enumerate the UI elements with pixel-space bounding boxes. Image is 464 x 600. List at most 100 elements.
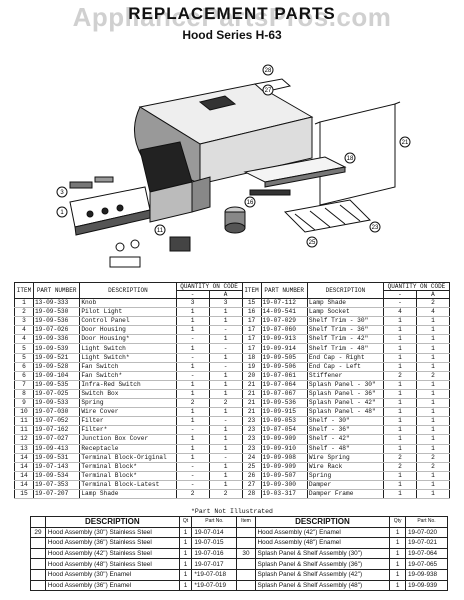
table-cell: 3	[208, 298, 243, 309]
table-cell: 19-09-528	[32, 362, 81, 372]
table-cell: 21	[241, 389, 262, 400]
table-cell: Light Switch	[79, 343, 177, 354]
table-cell: 19-07-207	[32, 489, 81, 500]
table-cell: 19-07-027	[32, 434, 81, 445]
table-cell: 19-07-143	[32, 462, 81, 472]
svg-text:23: 23	[372, 225, 379, 231]
table-cell: Control Panel	[79, 316, 177, 327]
table-cell: 19-07-052	[32, 416, 81, 427]
table-cell: Splash Panel & Shelf Assembly (30")	[254, 547, 391, 560]
table-cell: 1	[175, 453, 210, 463]
table-cell: 19-09-521	[32, 353, 81, 363]
table-cell: 1	[382, 425, 417, 436]
table-cell: -	[175, 480, 210, 490]
table-cell: Splash Panel & Shelf Assembly (42")	[254, 568, 391, 581]
svg-text:1: 1	[60, 210, 64, 216]
table-cell: 19-09-336	[32, 334, 81, 345]
table-cell: 1	[208, 480, 243, 490]
table-cell: 15	[241, 298, 262, 309]
table-cell: Splash Panel & Shelf Assembly (36")	[254, 558, 391, 570]
table-cell: 16	[241, 307, 262, 318]
table-cell: Pilot Light	[79, 307, 177, 318]
table-cell: 17	[241, 316, 262, 327]
table-cell: 19-07-014	[191, 526, 238, 539]
col-item	[30, 516, 46, 528]
table-cell: 19-09-506	[260, 362, 308, 372]
table-cell: 1	[178, 537, 193, 549]
table-cell: Shelf - 48"	[306, 444, 384, 454]
table-cell: Shelf Trim - 42"	[306, 334, 384, 345]
table-cell: Terminal Block*	[79, 471, 177, 481]
table-cell: 19-09-534	[32, 471, 81, 481]
table-cell: 1	[178, 579, 193, 592]
table-cell: 9	[14, 398, 34, 409]
table-cell: Lamp Shade	[306, 298, 384, 309]
table-cell: Hood Assembly (42") Stainless Steel	[44, 547, 180, 560]
table-cell: 17	[241, 334, 262, 345]
table-cell: Hood Assembly (30") Enamel	[44, 568, 180, 581]
table-cell: 21	[241, 398, 262, 409]
table-cell: 1	[415, 343, 451, 354]
page-title: REPLACEMENT PARTS	[128, 4, 336, 23]
page-header: REPLACEMENT PARTS Hood Series H-63	[0, 4, 464, 44]
table-cell: Receptacle	[79, 444, 177, 454]
table-cell: 1	[382, 444, 417, 454]
callout-3: 3	[56, 186, 68, 198]
table-cell: 1	[382, 325, 417, 336]
table-cell: 1	[415, 334, 451, 345]
table-cell: Damper	[306, 480, 384, 490]
table-cell: 1	[382, 334, 417, 345]
col-quantity: QUANTITY ON CODE	[175, 282, 243, 291]
table-cell: Hood Assembly (36") Stainless Steel	[44, 537, 180, 549]
table-cell: 14	[14, 471, 34, 481]
callout-16: 16	[244, 196, 256, 208]
table-cell: Fan Switch*	[79, 371, 177, 381]
table-cell	[236, 568, 256, 581]
table-cell: 8	[14, 389, 34, 400]
table-cell: 6	[14, 371, 34, 381]
table-cell: 19-09-505	[260, 353, 308, 363]
table-cell: 1	[208, 407, 243, 418]
table-cell: 14-09-541	[260, 307, 308, 318]
table-row: Hood Assembly (42") Stainless Steel 1 19-0…	[30, 547, 449, 560]
watermark: AppliancePartsPros.com	[72, 2, 392, 32]
table-cell: 1	[389, 547, 406, 560]
table-cell: 19-03-317	[260, 489, 308, 500]
table-cell: 19-09-939	[404, 579, 449, 592]
table-cell: 19-09-104	[32, 371, 81, 381]
table-cell: Door Housing*	[79, 334, 177, 345]
parts-table: ITEM PART NUMBER DESCRIPTION QUANTITY ON…	[14, 282, 451, 500]
table-cell: 3	[14, 316, 34, 327]
col-part-number: PART NUMBER	[32, 282, 81, 299]
callout-28: 28	[262, 64, 274, 76]
table-cell: 2	[415, 462, 451, 472]
table-cell: 1	[389, 568, 406, 581]
table-cell: 19-07-016	[191, 547, 238, 560]
table-cell: 1	[208, 371, 243, 381]
table-cell: 1	[175, 343, 210, 354]
callout-25: 25	[306, 236, 318, 248]
table-cell: 1	[382, 416, 417, 427]
col-description: DESCRIPTION	[306, 282, 384, 299]
table-cell: 11	[14, 425, 34, 436]
callout-11: 11	[154, 224, 166, 236]
col-item: ITEM	[14, 282, 34, 299]
svg-text:18: 18	[347, 156, 354, 162]
table-cell: -	[175, 462, 210, 472]
table-cell: 1	[208, 353, 243, 363]
table-cell: 1	[208, 307, 243, 318]
table-cell: 19	[241, 362, 262, 372]
table-cell: 2	[382, 371, 417, 381]
table-cell: 1	[382, 489, 417, 500]
table-cell: 1	[389, 526, 406, 539]
svg-text:28: 28	[265, 68, 272, 74]
table-cell: 23	[241, 444, 262, 454]
table-cell: 19-07-064	[260, 380, 308, 390]
